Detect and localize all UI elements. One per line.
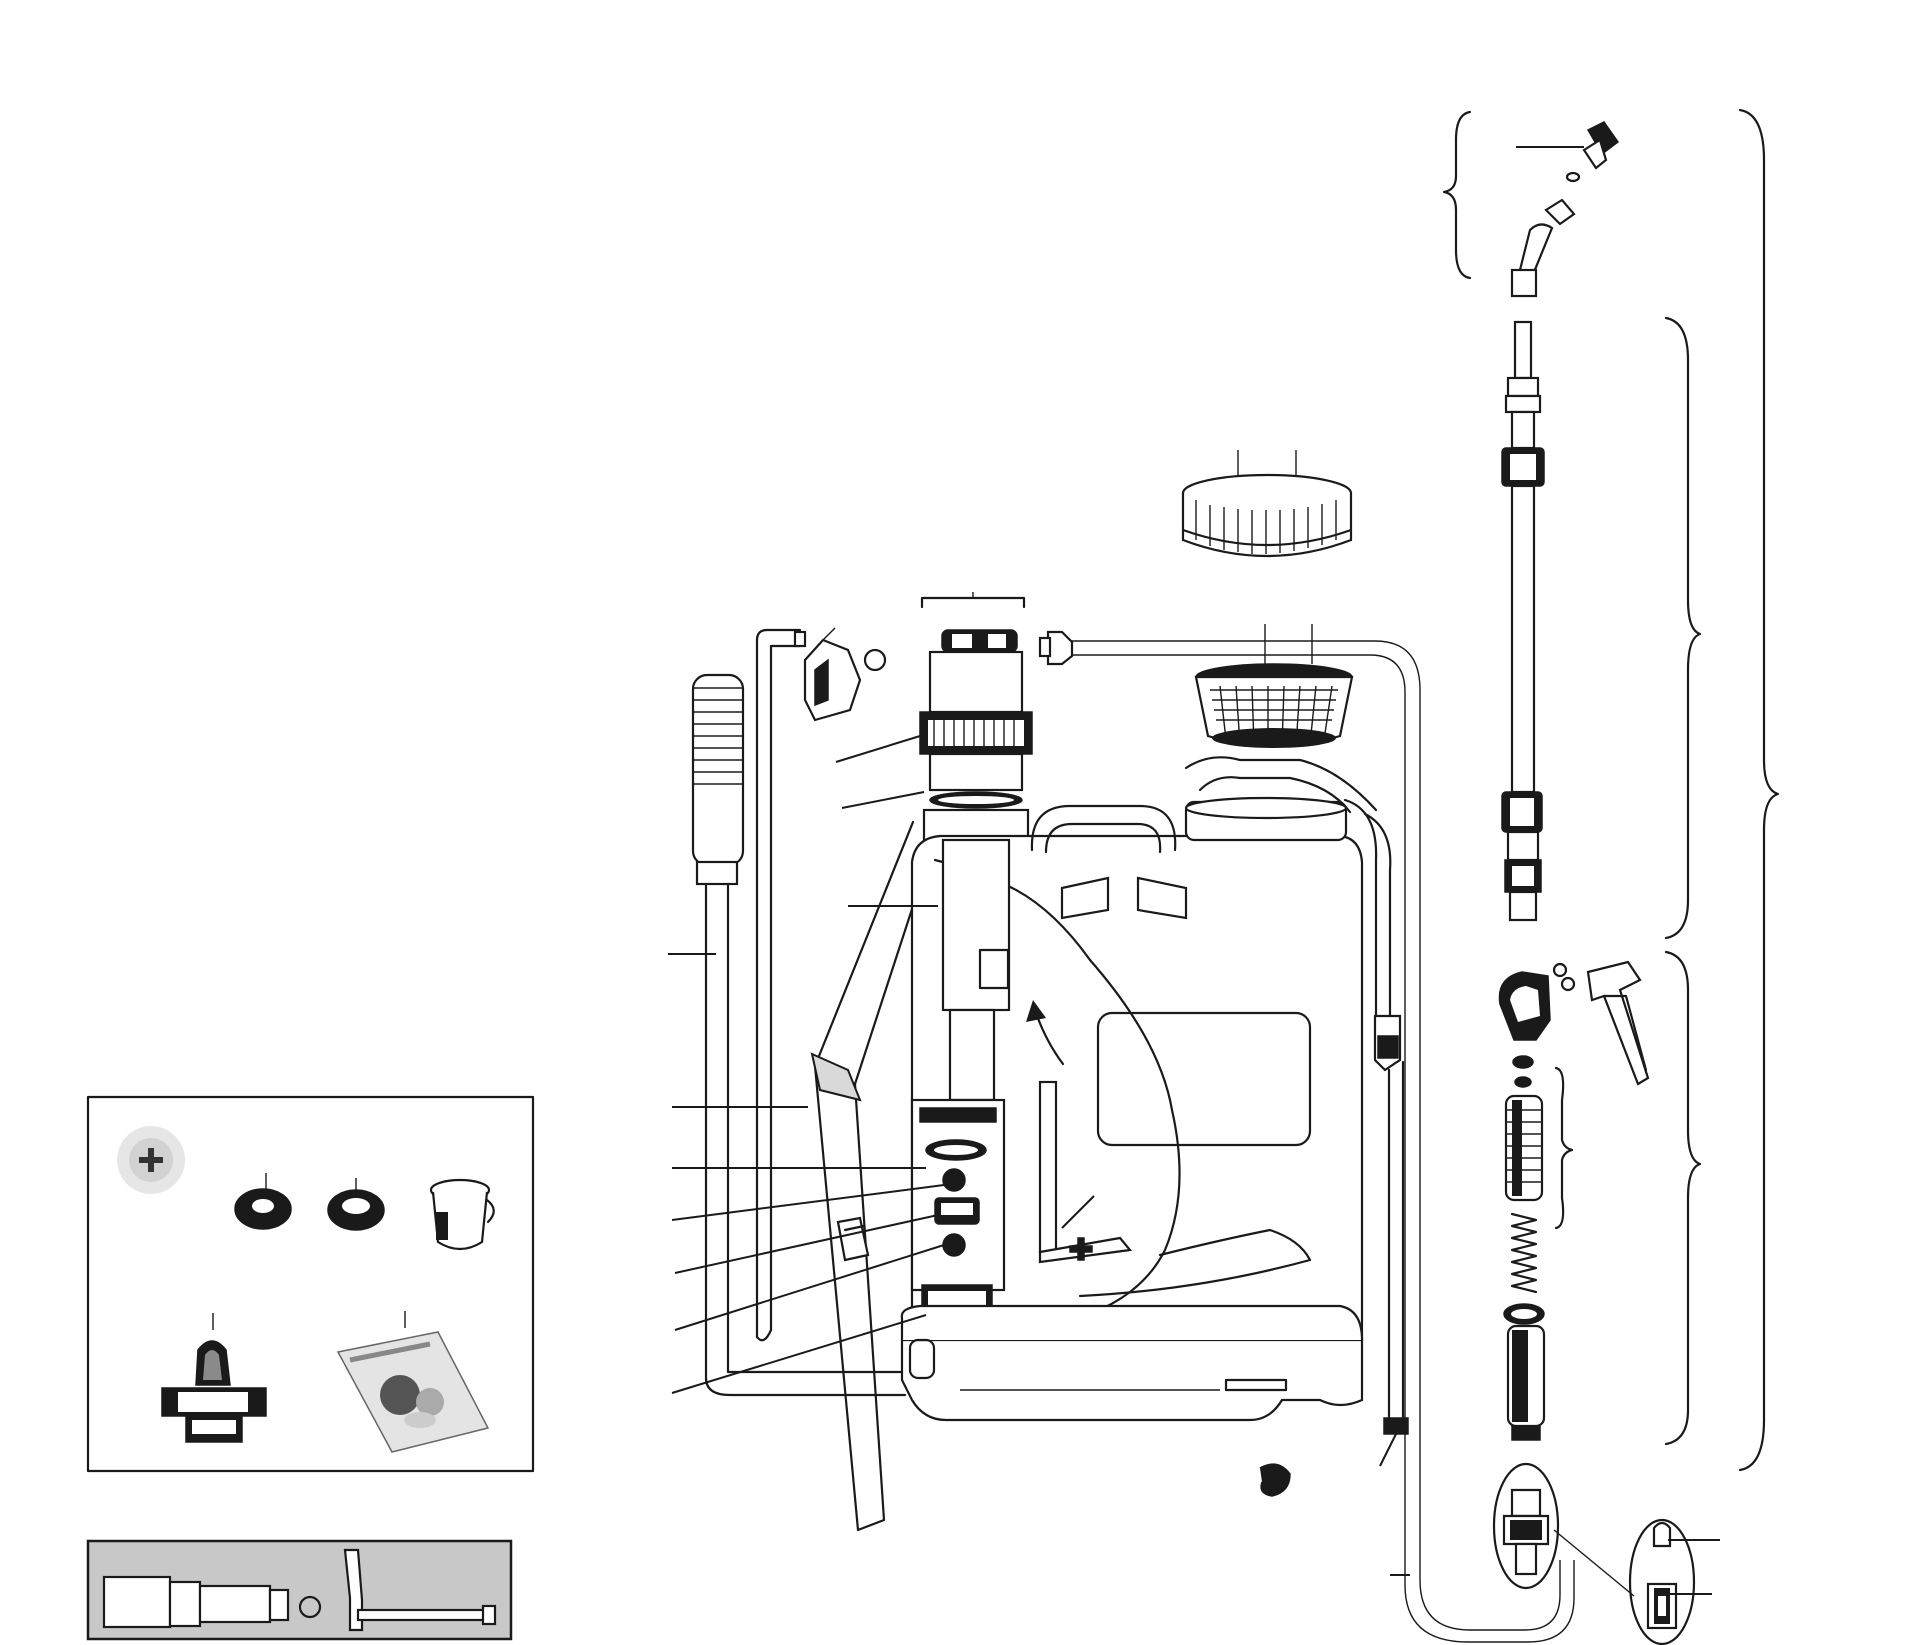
pump-lever: [755, 628, 807, 1342]
trigger-handle: [1498, 960, 1650, 1086]
tank-lid: [1181, 450, 1353, 558]
detail-inset-valve: [1628, 1518, 1720, 1645]
nozzle-tip: [1510, 121, 1620, 298]
washer-part: [234, 1173, 292, 1230]
plus-icon: [117, 1126, 185, 1194]
tank-body: [900, 756, 1409, 1497]
cup-part: [429, 1178, 495, 1251]
detail-inset-connector: [1492, 1462, 1635, 1597]
shoulder-strap: [810, 820, 930, 1532]
pump-insert-panel: [86, 1539, 513, 1641]
pump-cylinder-assembly: [835, 592, 1033, 848]
lance-holder-clip: [803, 627, 887, 722]
lance-tube: [1501, 320, 1545, 922]
suction-hose: [668, 673, 907, 1397]
pressure-valve-part: [161, 1313, 267, 1443]
accessory-kit-panel: [86, 1095, 535, 1473]
pump-callouts: [671, 905, 945, 1394]
delivery-hose: [1038, 630, 1575, 1643]
curved-arrow-icon: [1026, 1000, 1065, 1066]
strainer-basket: [1194, 624, 1354, 748]
parts-bag: [336, 1311, 490, 1453]
valve-stack: [1503, 1055, 1574, 1441]
assembly-braces: [1442, 108, 1780, 1472]
washer-part: [327, 1178, 385, 1231]
